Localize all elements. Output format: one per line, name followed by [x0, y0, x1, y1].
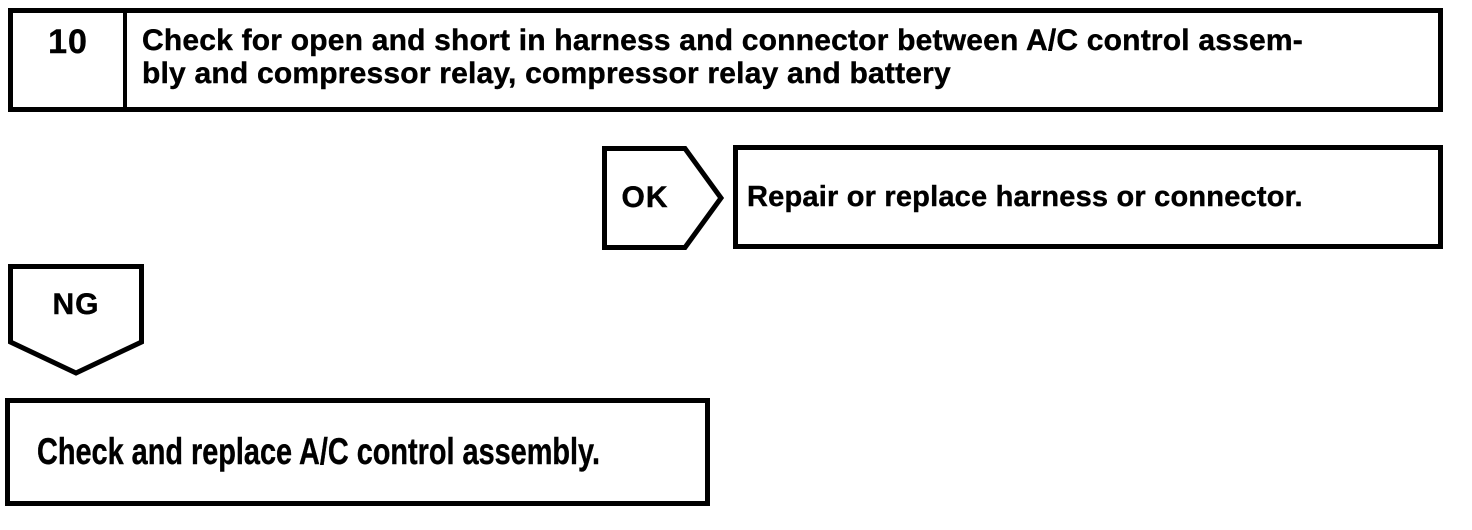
step-number: 10 [13, 13, 127, 107]
ng-action-box: Check and replace A/C control assembly. [5, 398, 710, 506]
ok-branch-label: OK [621, 181, 669, 214]
ng-action-text: Check and replace A/C control assembly. [37, 431, 600, 472]
ok-action-text: Repair or replace harness or connector. [747, 180, 1303, 213]
step-box: 10 Check for open and short in harness a… [8, 8, 1443, 112]
right-pointing-pentagon-icon [602, 146, 724, 250]
ng-branch-pentagon: NG [8, 264, 144, 376]
step-instruction-line1: Check for open and short in harness and … [142, 24, 1303, 57]
step-instruction: Check for open and short in harness and … [127, 13, 1313, 107]
ok-branch-pentagon: OK [602, 146, 724, 250]
step-instruction-line2: bly and compressor relay, compressor rel… [142, 57, 951, 90]
down-pointing-pentagon-icon [8, 264, 144, 376]
ok-action-box: Repair or replace harness or connector. [733, 145, 1443, 249]
ng-branch-label: NG [52, 288, 100, 321]
